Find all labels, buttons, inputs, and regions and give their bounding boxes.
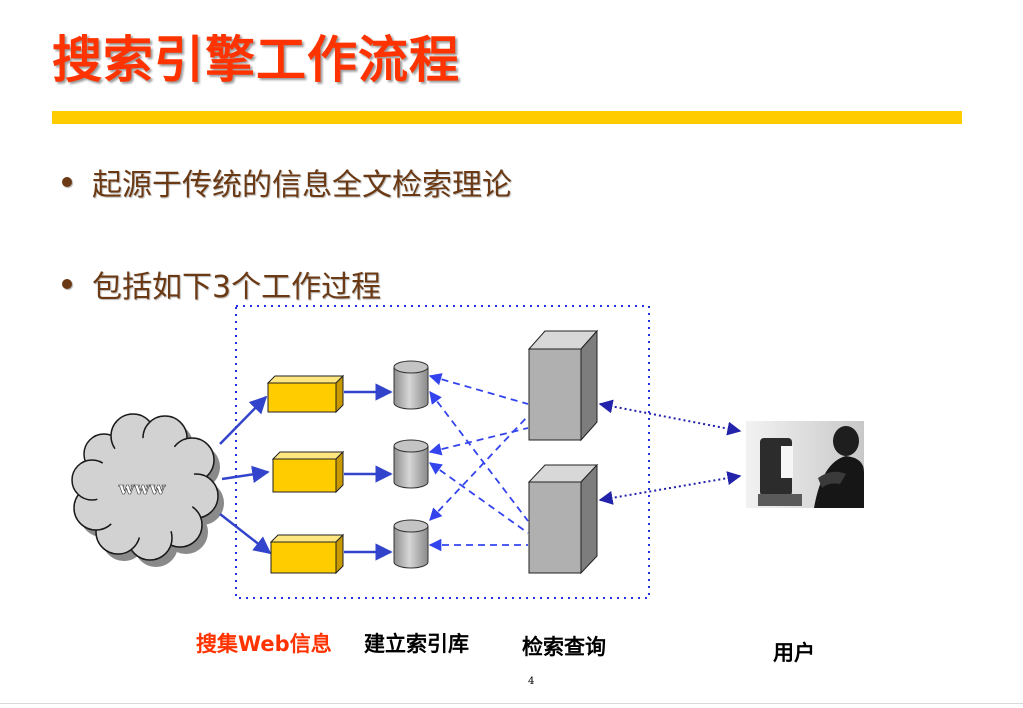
crawler-link-arrows xyxy=(219,395,272,555)
index-database-icon xyxy=(393,439,429,489)
title-underline-bar xyxy=(52,111,962,124)
stage-label-index: 建立索引库 xyxy=(364,632,469,656)
crawler-box xyxy=(271,450,345,494)
footer-divider xyxy=(0,703,1023,704)
user-link-arrows xyxy=(598,399,742,505)
bullet-text: 包括如下3个工作过程 xyxy=(92,270,382,305)
stage-label-user: 用户 xyxy=(773,641,815,665)
slide-title: 搜索引擎工作流程 xyxy=(52,31,460,89)
user-photo-icon xyxy=(746,421,864,508)
index-database-icon xyxy=(393,519,429,569)
bullet-dot-icon xyxy=(62,279,72,289)
bullet-item: 起源于传统的信息全文检索理论 xyxy=(62,160,512,204)
stage-label-search: 检索查询 xyxy=(522,635,606,659)
bullet-item: 包括如下3个工作过程 xyxy=(62,262,381,306)
www-cloud-icon: www xyxy=(71,413,224,567)
crawler-box xyxy=(266,374,345,414)
stage-label-collect: 搜集Web信息 xyxy=(196,632,332,656)
page-number: 4 xyxy=(528,676,535,687)
store-arrows xyxy=(344,383,393,561)
search-server-icon xyxy=(527,463,599,575)
crawler-box xyxy=(269,533,345,575)
www-label: www xyxy=(118,478,166,499)
system-boundary-border xyxy=(235,305,650,599)
bullet-text: 起源于传统的信息全文检索理论 xyxy=(92,168,512,203)
query-arrows xyxy=(428,373,529,552)
search-server-icon xyxy=(527,329,599,442)
index-database-icon xyxy=(393,360,429,410)
bullet-dot-icon xyxy=(62,177,72,187)
